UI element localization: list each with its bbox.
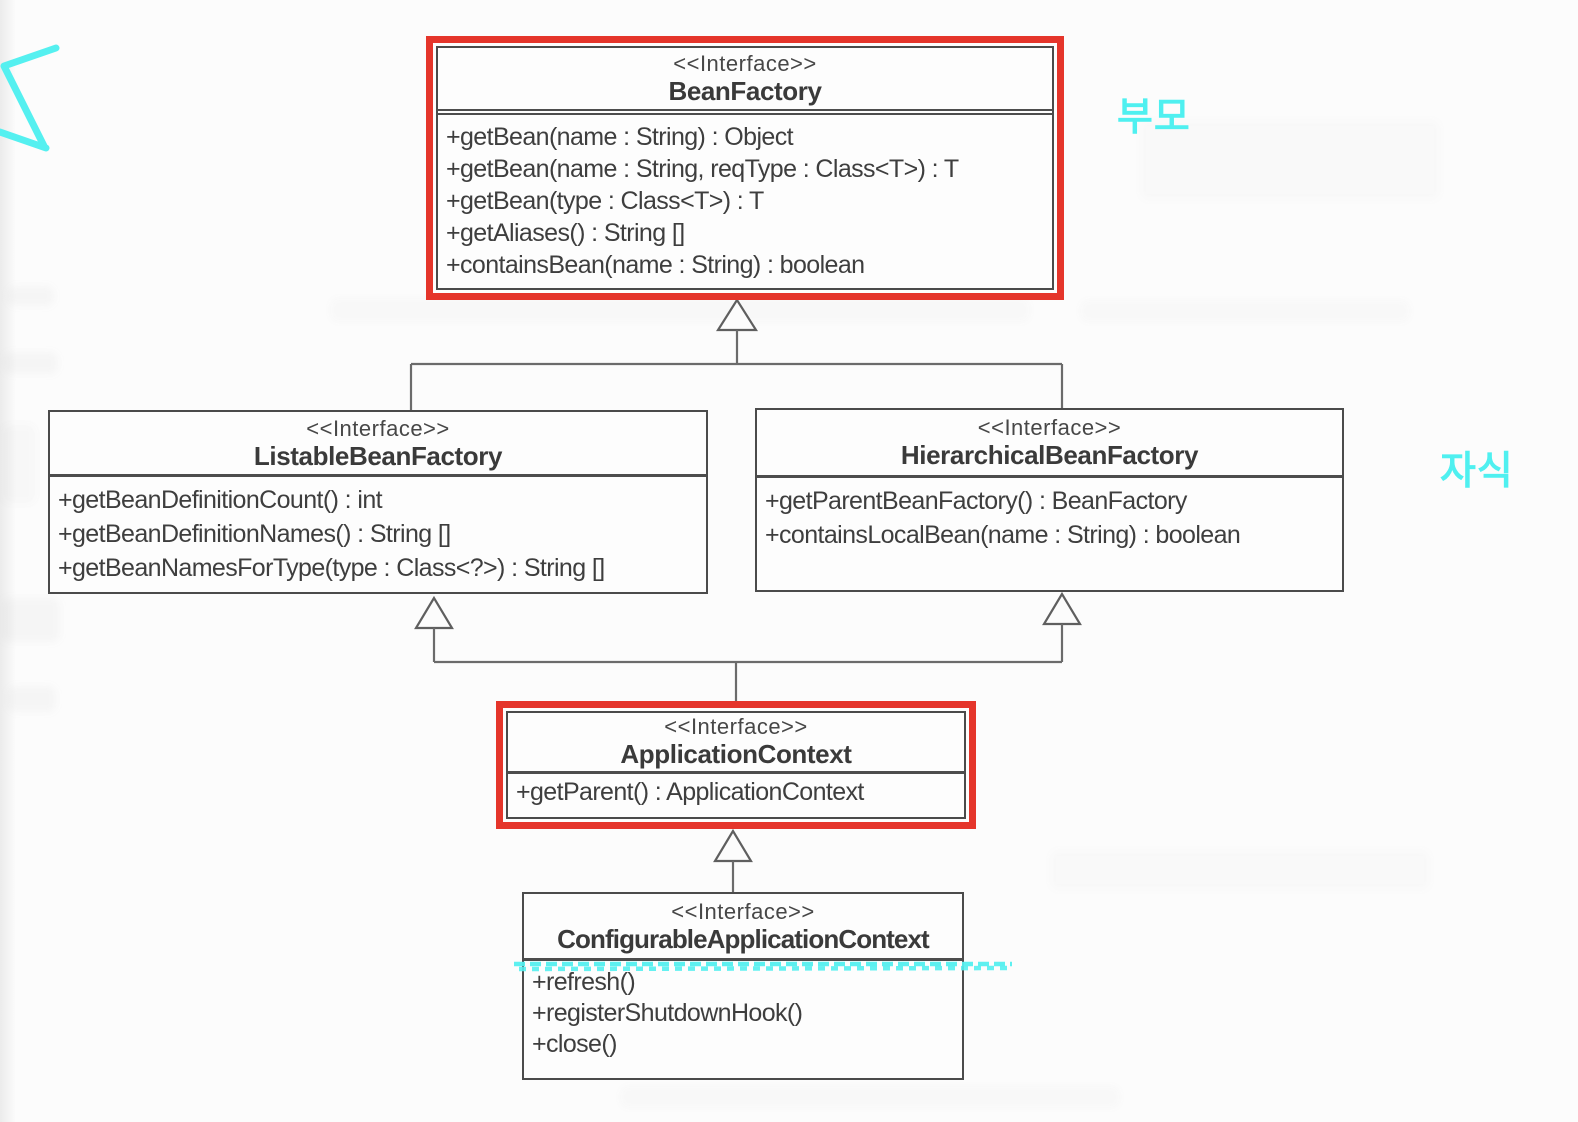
- stereotype-label: <<Interface>>: [664, 714, 808, 739]
- methods-compartment: +getBeanDefinitionCount() : int +getBean…: [50, 477, 706, 589]
- methods-compartment: +getParent() : ApplicationContext: [508, 774, 964, 811]
- class-configurableapplicationcontext: <<Interface>> ConfigurableApplicationCon…: [522, 892, 964, 1080]
- cyan-marker-underline: [514, 961, 1012, 972]
- method-item: +getBeanDefinitionCount() : int: [58, 486, 383, 514]
- hollow-triangle-arrowhead: [713, 828, 753, 863]
- scan-artifact: [1050, 850, 1430, 890]
- method-item: +registerShutdownHook(): [532, 999, 803, 1027]
- class-applicationcontext: <<Interface>> ApplicationContext +getPar…: [506, 711, 966, 819]
- class-name: BeanFactory: [668, 76, 822, 106]
- class-name: ApplicationContext: [620, 739, 852, 769]
- stereotype-label: <<Interface>>: [306, 416, 450, 441]
- class-header: <<Interface>> ListableBeanFactory: [50, 412, 706, 477]
- method-item: +getBean(name : String) : Object: [446, 123, 794, 151]
- scan-artifact: [4, 352, 58, 374]
- generalization-to-listable: [414, 595, 454, 662]
- scan-artifact: [2, 424, 36, 504]
- scan-artifact: [1080, 300, 1410, 322]
- generalization-to-applicationcontext: [713, 828, 753, 892]
- method-item: +getParentBeanFactory() : BeanFactory: [765, 487, 1187, 515]
- class-beanfactory: <<Interface>> BeanFactory +getBean(name …: [436, 46, 1054, 290]
- method-item: +getBeanDefinitionNames() : String []: [58, 520, 451, 548]
- method-item: +getBean(type : Class<T>) : T: [446, 187, 764, 215]
- class-listablebeanfactory: <<Interface>> ListableBeanFactory +getBe…: [48, 410, 708, 594]
- method-item: +getAliases() : String []: [446, 219, 685, 247]
- class-name: ConfigurableApplicationContext: [557, 924, 930, 954]
- method-item: +close(): [532, 1030, 617, 1058]
- highlight-red-box-applicationcontext: <<Interface>> ApplicationContext +getPar…: [496, 701, 976, 829]
- hollow-triangle-arrowhead: [414, 595, 454, 630]
- page-edge-shadow: [0, 0, 16, 1122]
- stereotype-label: <<Interface>>: [673, 51, 817, 76]
- methods-compartment: +refresh() +registerShutdownHook() +clos…: [524, 961, 962, 1064]
- hollow-triangle-arrowhead: [1042, 591, 1082, 626]
- generalization-to-hierarchical: [1042, 591, 1082, 662]
- generalization-shared-bus: [434, 660, 1062, 703]
- method-item: +containsLocalBean(name : String) : bool…: [765, 521, 1241, 549]
- highlight-red-box-beanfactory: <<Interface>> BeanFactory +getBean(name …: [426, 36, 1064, 300]
- scan-artifact: [620, 1086, 1120, 1108]
- methods-compartment: +getBean(name : String) : Object +getBea…: [438, 115, 1052, 285]
- stereotype-label: <<Interface>>: [671, 899, 815, 924]
- method-item: +getParent() : ApplicationContext: [516, 778, 864, 806]
- class-hierarchicalbeanfactory: <<Interface>> HierarchicalBeanFactory +g…: [755, 408, 1344, 592]
- class-header: <<Interface>> HierarchicalBeanFactory: [757, 410, 1342, 478]
- stereotype-label: <<Interface>>: [977, 415, 1122, 440]
- method-item: +getBean(name : String, reqType : Class<…: [446, 155, 959, 183]
- class-header: <<Interface>> BeanFactory: [438, 48, 1052, 115]
- class-name: ListableBeanFactory: [253, 441, 503, 471]
- scan-artifact: [2, 598, 60, 642]
- method-item: +refresh(): [532, 968, 636, 996]
- class-header: <<Interface>> ConfigurableApplicationCon…: [524, 894, 962, 961]
- annotation-child-label: 자식: [1440, 450, 1514, 493]
- scan-artifact: [8, 686, 56, 712]
- method-item: +containsBean(name : String) : boolean: [446, 251, 865, 279]
- class-header: <<Interface>> ApplicationContext: [508, 713, 964, 774]
- scan-artifact: [330, 298, 1030, 322]
- method-item: +getBeanNamesForType(type : Class<?>) : …: [58, 554, 605, 582]
- methods-compartment: +getParentBeanFactory() : BeanFactory +c…: [757, 478, 1342, 556]
- scan-artifact: [8, 286, 54, 306]
- class-name: HierarchicalBeanFactory: [900, 440, 1199, 470]
- annotation-parent-label: 부모: [1117, 96, 1191, 139]
- cyan-arrow-doodle: [0, 44, 60, 152]
